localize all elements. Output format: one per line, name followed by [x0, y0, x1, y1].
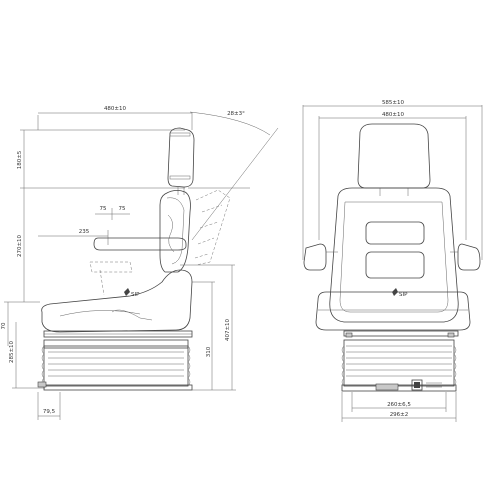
dim-text-outer-width: 585±10	[382, 100, 405, 106]
dim-inner-width: 480±10	[318, 112, 467, 240]
dim-back-height: 270±10	[17, 188, 25, 302]
dim-text-back-height: 270±10	[17, 234, 23, 257]
dim-suspension: 310	[192, 281, 215, 390]
front-logo-text: SIP	[399, 292, 408, 298]
dim-text-suspension: 310	[206, 346, 212, 357]
dim-base-outer: 296±2	[341, 392, 457, 422]
lumbar-panel-bottom	[365, 251, 425, 279]
dim-headrest: 180±5	[17, 129, 185, 189]
armrest	[93, 237, 187, 251]
front-backrest	[329, 187, 459, 323]
dim-text-headrest: 180±5	[17, 150, 23, 169]
dim-base-offset: 79,5	[37, 392, 61, 420]
weight-adjust-control	[375, 379, 442, 391]
dim-text-inner-width: 480±10	[382, 112, 405, 118]
side-logo-text: SIP	[131, 292, 140, 298]
dim-center: 75 75	[95, 206, 130, 220]
side-logo: SIP	[124, 288, 140, 298]
dim-text-total-height: 407±10	[225, 318, 231, 341]
dim-text-overall-depth: 480±10	[104, 106, 127, 112]
dim-text-recline: 28±3°	[227, 111, 245, 117]
headrest	[167, 127, 195, 188]
dim-overall-depth: 480±10	[37, 106, 193, 130]
dim-text-stroke: 70	[1, 322, 7, 329]
height-lever	[37, 381, 47, 388]
dim-base-height: 285±10	[9, 322, 45, 389]
reclined-back-ghost	[188, 187, 250, 266]
dim-text-center-left: 75	[100, 206, 107, 212]
dim-recline-angle: 28±3°	[189, 111, 279, 241]
suspension-bellows	[41, 339, 193, 391]
front-view: 585±10 480±10	[302, 100, 483, 422]
seat-cushion	[41, 269, 193, 333]
dim-total-height: 407±10	[180, 264, 236, 391]
dim-text-base-height: 285±10	[9, 340, 15, 363]
dim-armrest: 235	[38, 229, 109, 245]
side-view: 480±10 28±3° 180±5 270±10 70 285±10	[1, 106, 279, 420]
dim-text-base-inner: 260±6,5	[387, 402, 411, 408]
front-armrest-right	[450, 243, 481, 271]
dim-outer-width: 585±10	[302, 100, 483, 260]
front-suspension-bellows	[341, 339, 457, 392]
front-headrest	[357, 123, 431, 189]
lumbar-panel-top	[365, 221, 425, 245]
front-logo: SIP	[392, 288, 408, 298]
backrest	[159, 190, 191, 273]
dim-text-armrest: 235	[79, 229, 90, 235]
dim-text-base-outer: 296±2	[390, 412, 409, 418]
dim-stroke: 70	[1, 301, 40, 346]
front-rail	[343, 330, 459, 337]
front-seat-cushion	[315, 291, 471, 331]
dim-base-inner: 260±6,5	[351, 392, 447, 412]
dim-text-base-offset: 79,5	[43, 409, 56, 415]
front-armrest-left	[303, 243, 338, 271]
dim-text-center-right: 75	[119, 206, 126, 212]
